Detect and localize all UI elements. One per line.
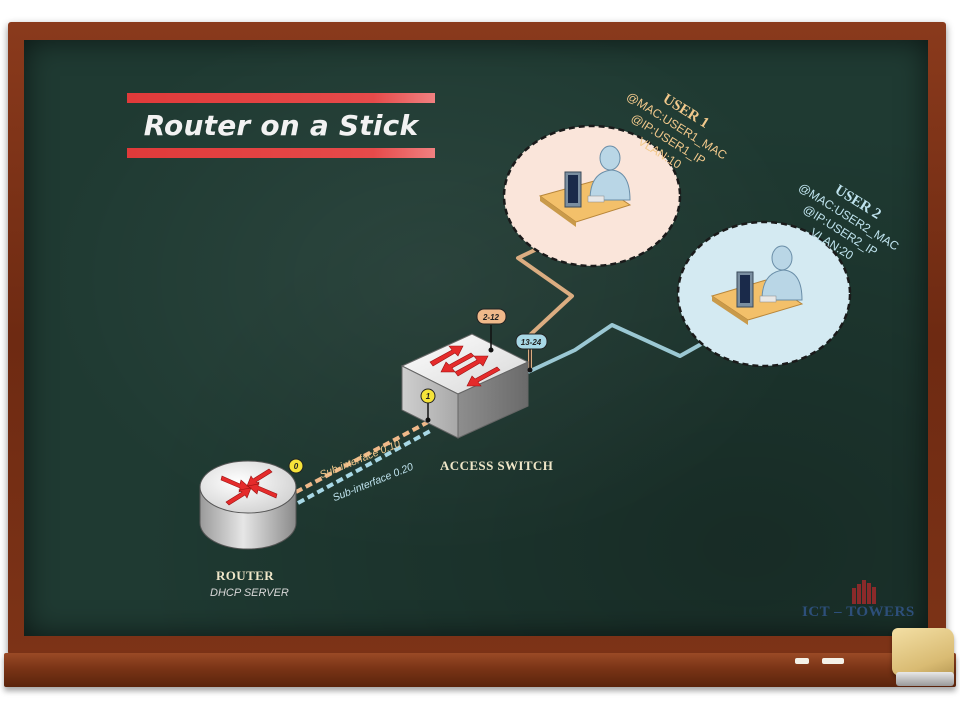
router-label: ROUTER xyxy=(216,568,275,583)
chalk-piece xyxy=(822,658,844,664)
page-title: Router on a Stick xyxy=(143,108,419,142)
router-sublabel: DHCP SERVER xyxy=(210,587,289,599)
switch-label: ACCESS SWITCH xyxy=(440,458,554,473)
port-label-vlan10: 2-12 xyxy=(482,313,500,322)
port-badge-vlan10 xyxy=(476,308,507,353)
port-badge-trunk xyxy=(420,388,436,423)
title-bar-top xyxy=(127,93,435,103)
ict-towers-logo: ICT – TOWERS xyxy=(802,604,915,620)
port-badge-router xyxy=(288,458,304,474)
eraser-icon xyxy=(892,628,954,676)
ict-towers-logo-icon xyxy=(852,580,876,604)
router-icon[interactable] xyxy=(199,460,297,550)
user2-workstation[interactable] xyxy=(676,220,852,368)
chalk-piece xyxy=(795,658,809,664)
port-badge-vlan20 xyxy=(515,333,548,373)
port-label-router: 0 xyxy=(294,462,299,471)
link-vlan20 xyxy=(527,323,713,374)
user1-workstation[interactable] xyxy=(502,124,682,268)
trunk-link xyxy=(295,419,433,505)
title-bar-bottom xyxy=(127,148,435,158)
port-label-trunk: 1 xyxy=(426,392,431,401)
port-label-vlan20: 13-24 xyxy=(521,338,542,347)
eraser-clip xyxy=(896,672,954,686)
access-switch-icon[interactable] xyxy=(400,333,530,439)
